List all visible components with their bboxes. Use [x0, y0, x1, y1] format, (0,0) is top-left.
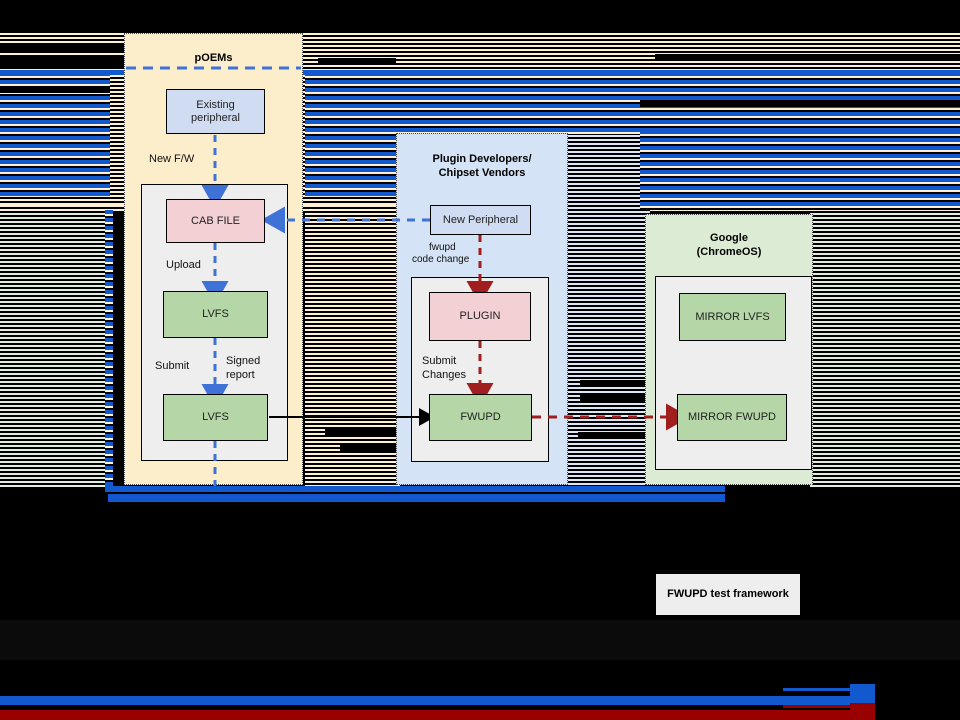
node-mirror-lvfs-label: MIRROR LVFS	[695, 310, 770, 323]
node-new-peripheral[interactable]: New Peripheral	[430, 205, 531, 235]
node-cab-file[interactable]: CAB FILE	[166, 199, 265, 243]
panel-plugin-title-line1: Plugin Developers/	[432, 153, 532, 165]
panel-poems-title: pOEMs	[194, 52, 233, 64]
label-submit-changes-line2: Changes	[422, 369, 467, 381]
label-new-fw: New F/W	[149, 153, 195, 165]
label-signed-report-line1: Signed	[226, 355, 261, 367]
label-fwupd-code-change-line2: code change	[412, 254, 470, 265]
label-upload: Upload	[166, 259, 201, 271]
footer-label: FWUPD test framework	[667, 588, 789, 600]
node-lvfs-submit-label: LVFS	[202, 411, 229, 423]
label-fwupd-code-change-line1: fwupd	[429, 242, 456, 253]
label-submit-changes-line1: Submit	[422, 355, 457, 367]
node-fwupd[interactable]: FWUPD	[429, 394, 532, 441]
node-existing-peripheral-label-line1: Existing	[196, 98, 235, 111]
node-mirror-fwupd-label: MIRROR FWUPD	[688, 411, 776, 423]
footer-fwupd-test-framework[interactable]: FWUPD test framework	[656, 574, 800, 615]
panel-plugin-title-line2: Chipset Vendors	[438, 167, 526, 179]
node-plugin-label: PLUGIN	[459, 310, 501, 322]
panel-google-title-line1: Google	[710, 232, 748, 244]
node-lvfs-upload-label: LVFS	[202, 308, 229, 320]
node-cab-file-label: CAB FILE	[191, 214, 240, 227]
node-lvfs-submit[interactable]: LVFS	[163, 394, 268, 441]
label-submit: Submit	[155, 360, 190, 372]
node-plugin[interactable]: PLUGIN	[429, 292, 531, 341]
node-existing-peripheral-label-line2: peripheral	[191, 111, 240, 124]
node-lvfs-upload[interactable]: LVFS	[163, 291, 268, 338]
label-signed-report-line2: report	[226, 369, 255, 381]
node-fwupd-label: FWUPD	[460, 411, 501, 423]
node-new-peripheral-label: New Peripheral	[442, 213, 519, 226]
node-existing-peripheral[interactable]: Existing peripheral	[166, 89, 265, 134]
panel-google-title-line2: (ChromeOS)	[696, 246, 762, 258]
node-mirror-lvfs[interactable]: MIRROR LVFS	[679, 293, 786, 341]
node-mirror-fwupd[interactable]: MIRROR FWUPD	[677, 394, 787, 441]
